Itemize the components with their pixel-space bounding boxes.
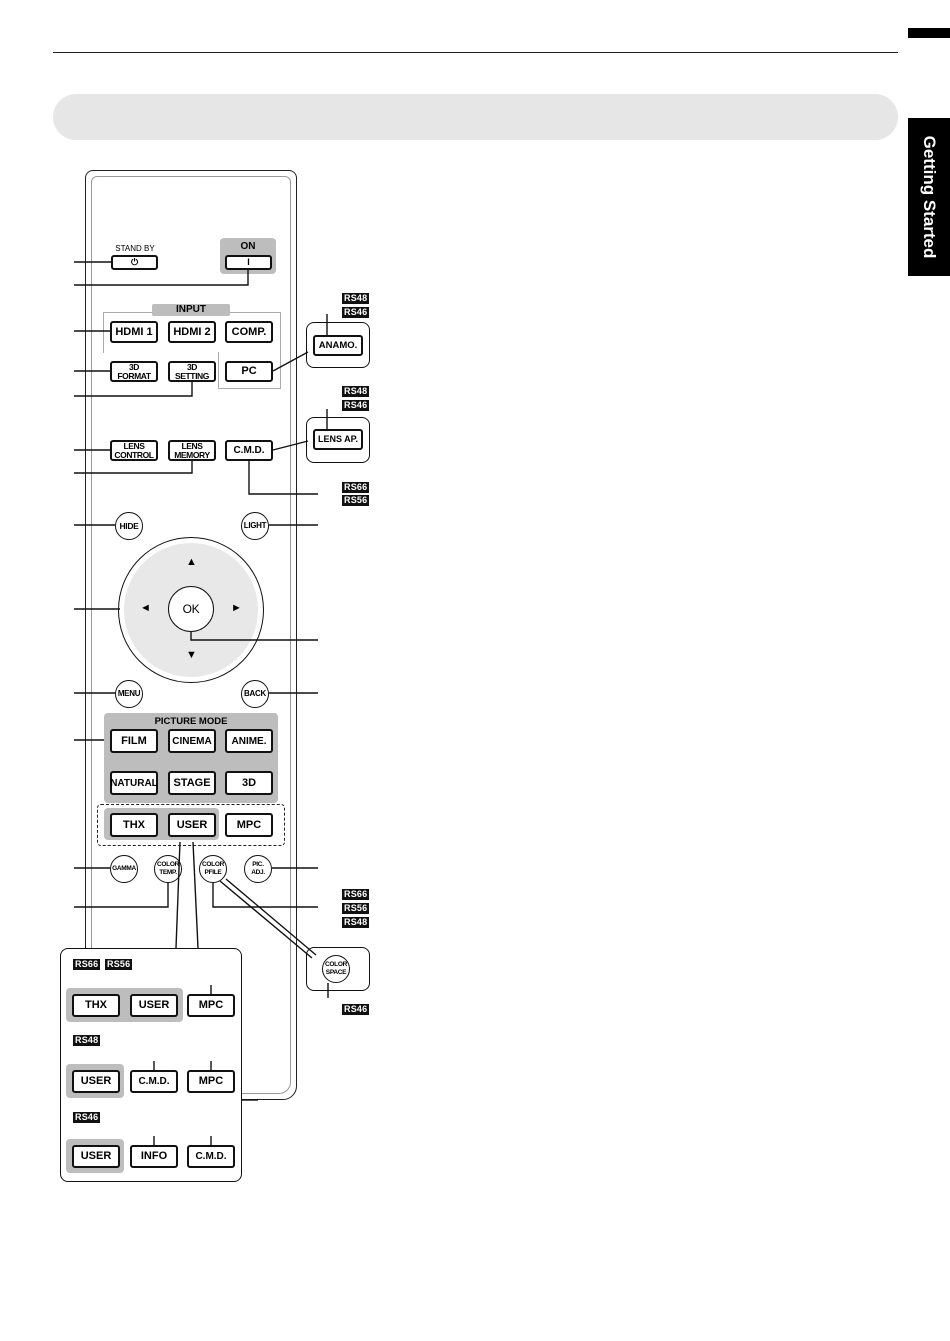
badge-rs66-color-profile: RS66 (342, 889, 370, 900)
cmd-button[interactable]: C.M.D. (225, 440, 273, 461)
side-tab: Getting Started (908, 118, 950, 276)
color-space-button[interactable]: COLOR SPACE (322, 955, 350, 983)
badge-rs48-lens-ap: RS48 (342, 386, 370, 397)
variant1-button-3[interactable]: MPC (187, 994, 235, 1017)
stage-button[interactable]: STAGE (168, 771, 216, 795)
comp-button[interactable]: COMP. (225, 321, 273, 343)
badge-rs48-variant: RS48 (73, 1035, 101, 1046)
standby-label: STAND BY (115, 244, 155, 253)
mpc-button[interactable]: MPC (225, 813, 273, 837)
pc-button[interactable]: PC (225, 361, 273, 382)
light-button[interactable]: LIGHT (241, 512, 269, 540)
header-rule (53, 52, 898, 53)
variant2-button-1[interactable]: USER (72, 1070, 120, 1093)
lens-memory-button[interactable]: LENS MEMORY (168, 440, 216, 461)
badge-rs46-lens-ap: RS46 (342, 400, 370, 411)
badge-rs46-anamo: RS46 (342, 307, 370, 318)
hdmi1-button[interactable]: HDMI 1 (110, 321, 158, 343)
variant-buttons-dashed-box (97, 804, 285, 846)
side-tab-label: Getting Started (920, 135, 939, 259)
cinema-button[interactable]: CINEMA (168, 729, 216, 753)
picture-mode-label: PICTURE MODE (154, 716, 228, 727)
variant3-button-3[interactable]: C.M.D. (187, 1145, 235, 1168)
color-profile-button[interactable]: COLOR PFILE (199, 855, 227, 883)
pic-adj-button[interactable]: PIC. ADJ. (244, 855, 272, 883)
on-label: ON (240, 241, 256, 252)
natural-button[interactable]: NATURAL (110, 771, 158, 795)
arrow-down-button[interactable]: ▼ (186, 649, 197, 661)
badge-rs48-anamo: RS48 (342, 293, 370, 304)
back-button[interactable]: BACK (241, 680, 269, 708)
thx-button[interactable]: THX (110, 813, 158, 837)
arrow-up-button[interactable]: ▲ (186, 556, 197, 568)
variant3-button-2[interactable]: INFO (130, 1145, 178, 1168)
arrow-right-button[interactable]: ► (231, 602, 242, 614)
variant2-button-3[interactable]: MPC (187, 1070, 235, 1093)
standby-button[interactable]: ⏻ (111, 255, 158, 270)
section-heading-bar (53, 94, 898, 140)
anime-button[interactable]: ANIME. (225, 729, 273, 753)
variant3-button-1[interactable]: USER (72, 1145, 120, 1168)
3d-mode-button[interactable]: 3D (225, 771, 273, 795)
variant2-button-2[interactable]: C.M.D. (130, 1070, 178, 1093)
film-button[interactable]: FILM (110, 729, 158, 753)
badge-rs56-color-profile: RS56 (342, 903, 370, 914)
lens-control-button[interactable]: LENS CONTROL (110, 440, 158, 461)
input-label: INPUT (152, 304, 230, 316)
on-button[interactable]: I (225, 255, 272, 270)
3d-format-button[interactable]: 3D FORMAT (110, 361, 158, 382)
lens-ap-button[interactable]: LENS AP. (313, 429, 363, 450)
ok-button[interactable]: OK (168, 586, 214, 632)
badge-rs56-variant: RS56 (105, 959, 133, 970)
variant1-button-1[interactable]: THX (72, 994, 120, 1017)
hdmi2-button[interactable]: HDMI 2 (168, 321, 216, 343)
user-button[interactable]: USER (168, 813, 216, 837)
badge-rs56-cmd: RS56 (342, 495, 370, 506)
arrow-left-button[interactable]: ◄ (140, 602, 151, 614)
badge-rs66-cmd: RS66 (342, 482, 370, 493)
badge-rs48-color-profile: RS48 (342, 917, 370, 928)
variant1-button-2[interactable]: USER (130, 994, 178, 1017)
corner-marker (908, 28, 950, 38)
badge-rs66-variant: RS66 (73, 959, 101, 970)
anamo-button[interactable]: ANAMO. (313, 335, 363, 356)
color-temp-button[interactable]: COLOR TEMP. (154, 855, 182, 883)
badge-rs46-color-space: RS46 (342, 1004, 370, 1015)
badge-rs46-variant: RS46 (73, 1112, 101, 1123)
gamma-button[interactable]: GAMMA (110, 855, 138, 883)
menu-button[interactable]: MENU (115, 680, 143, 708)
hide-button[interactable]: HIDE (115, 512, 143, 540)
3d-setting-button[interactable]: 3D SETTING (168, 361, 216, 382)
